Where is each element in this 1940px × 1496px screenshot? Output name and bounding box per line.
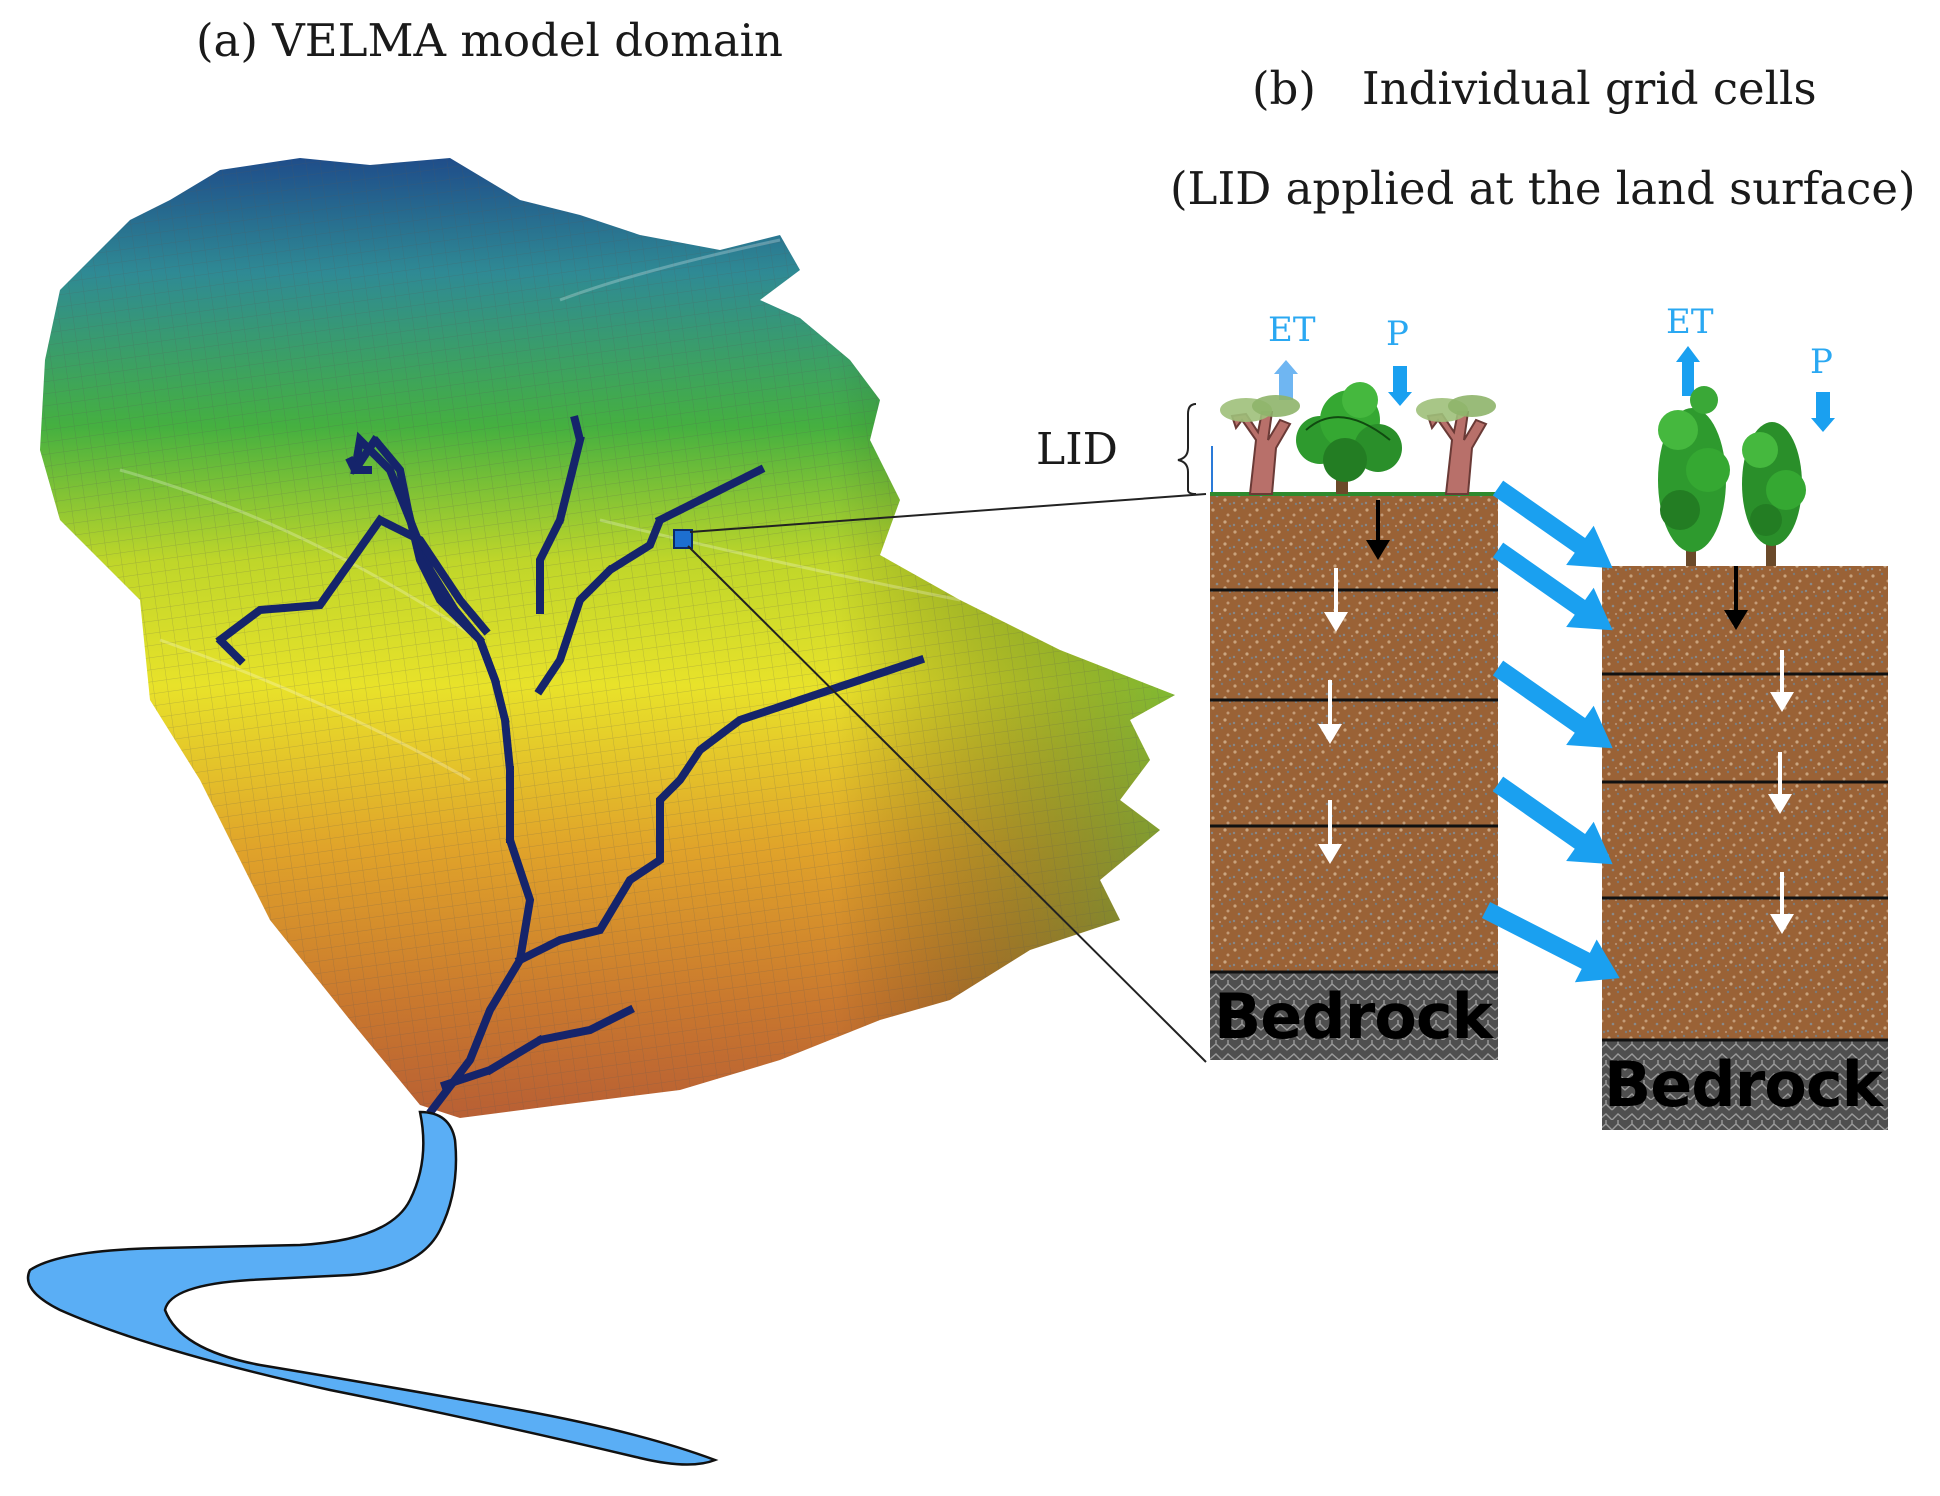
panel-b-title: (b) Individual grid cells [1252, 62, 1817, 115]
stream-branch-east [514, 654, 926, 966]
soil-column-right [1602, 566, 1888, 1040]
flux-arrows-left [1274, 360, 1412, 406]
bare-tree-icon [1416, 395, 1496, 495]
panel-a-title: (a) VELMA model domain [196, 14, 784, 67]
terrain-grid-mesh [40, 158, 1175, 1118]
p-label-left: P [1386, 314, 1409, 354]
bedrock-layer-left [1210, 972, 1498, 1060]
et-label-right: ET [1666, 302, 1714, 342]
lateral-flow-arrow [1492, 480, 1613, 569]
soil-column-left [1210, 494, 1498, 972]
stream-network [213, 415, 926, 1116]
lid-vegetation-left [1220, 382, 1496, 495]
percolation-arrows-right [1768, 650, 1794, 934]
panel-b-subtitle: (LID applied at the land surface) [1170, 162, 1916, 215]
river-outlet [26, 1110, 719, 1466]
bedrock-layer-right [1602, 1040, 1888, 1130]
stream-branch-west [213, 514, 491, 666]
stream-branch-south [439, 1004, 636, 1091]
lid-label: LID [1036, 424, 1118, 475]
infiltration-arrowhead-right [1724, 610, 1748, 630]
p-label-right: P [1810, 342, 1833, 382]
lateral-flow-arrows [1481, 480, 1620, 983]
vegetation-right [1658, 386, 1806, 566]
leader-line-bottom [687, 545, 1207, 1063]
lateral-flow-arrow [1492, 660, 1613, 749]
lateral-flow-arrow [1492, 542, 1613, 631]
et-label-left: ET [1268, 310, 1316, 350]
bare-tree-icon [1220, 395, 1300, 495]
watershed-terrain [40, 158, 1175, 1118]
lateral-flow-arrow [1481, 901, 1620, 983]
infiltration-arrowhead-left [1366, 540, 1390, 560]
panel-b-label: (b) [1252, 62, 1316, 115]
stream-branch-north [536, 415, 585, 614]
terrain-ridges [119, 238, 961, 782]
p-arrow-down [1811, 392, 1835, 432]
grid-cell-left [1210, 492, 1498, 1060]
panel-b-title-text: Individual grid cells [1361, 62, 1817, 115]
flux-arrows-right [1676, 346, 1835, 432]
et-arrow-up [1274, 360, 1298, 400]
leader-line-top [689, 493, 1207, 533]
stream-branch-northeast [534, 464, 766, 696]
percolation-arrows-left [1318, 568, 1348, 864]
leafy-tree-icon [1296, 382, 1402, 494]
leafy-tree-icon [1742, 422, 1806, 566]
stream-branch-left-upper [344, 433, 501, 686]
selected-grid-cell [673, 529, 693, 549]
bedrock-label-right: Bedrock [1604, 1048, 1883, 1121]
et-arrow-up [1676, 346, 1700, 396]
lateral-flow-arrow [1492, 776, 1613, 865]
lid-bracket [1177, 403, 1197, 495]
bedrock-label-left: Bedrock [1214, 980, 1493, 1053]
grid-cell-right [1602, 566, 1888, 1130]
p-arrow-down [1388, 366, 1412, 406]
leafy-tree-icon [1658, 386, 1730, 566]
